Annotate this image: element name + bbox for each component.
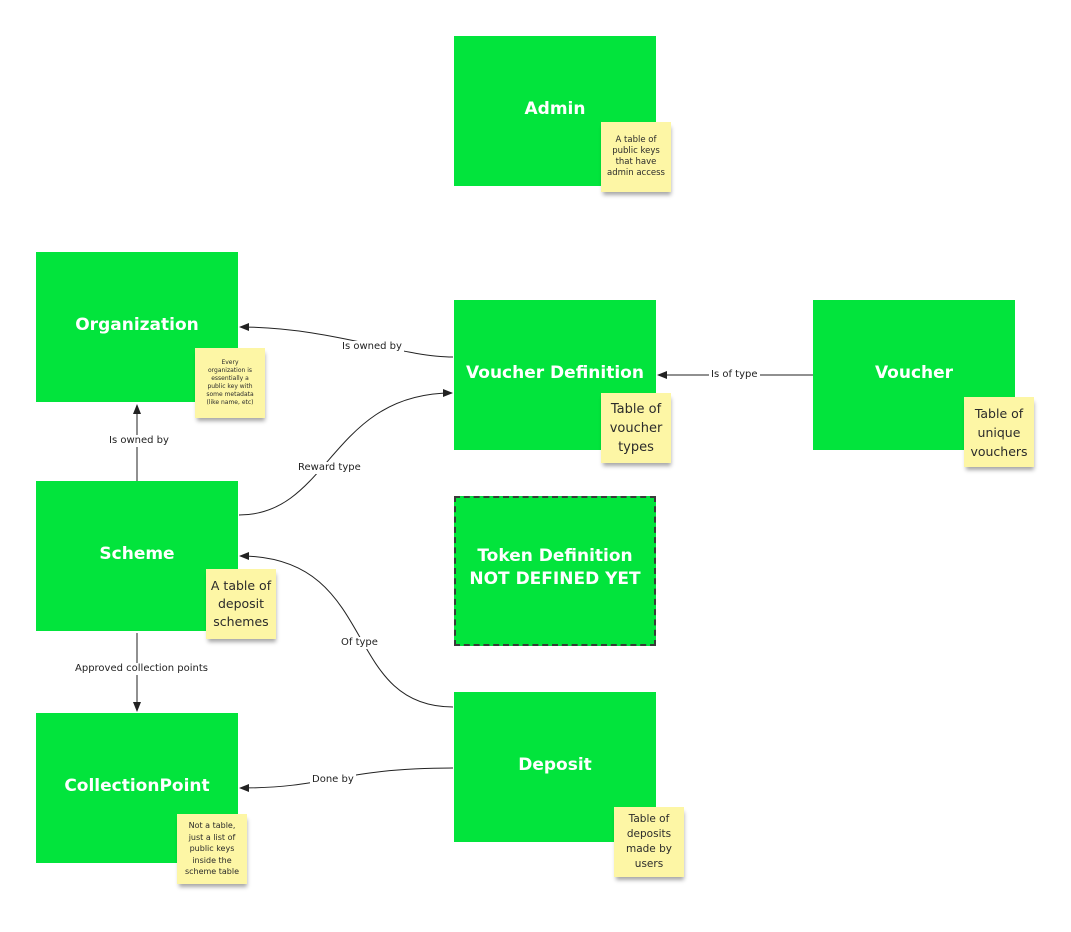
note-line: that have — [615, 157, 657, 167]
note-admin-text: A table of public keys that have admin a… — [607, 135, 665, 179]
note-collection-point-text: Not a table, just a list of public keys … — [185, 820, 239, 878]
label-deposit-to-scheme: Of type — [339, 637, 380, 649]
note-line: unique — [977, 424, 1021, 440]
note-line: Table of — [610, 401, 662, 417]
note-line: organization is — [207, 367, 252, 374]
label-scheme-to-cp: Approved collection points — [73, 663, 211, 675]
note-line: public keys — [189, 844, 235, 854]
label-deposit-to-cp: Done by — [310, 774, 356, 786]
note-line: vouchers — [970, 443, 1028, 459]
note-line: public key with — [207, 383, 253, 390]
note-voucher[interactable]: Table of unique vouchers — [964, 397, 1034, 467]
note-line: scheme table — [184, 867, 240, 877]
note-deposit-text: Table of deposits made by users — [626, 812, 672, 872]
note-line: voucher — [609, 420, 663, 436]
note-line: deposit — [217, 596, 265, 611]
entity-admin-title: Admin — [524, 98, 586, 119]
label-vd-to-org: Is owned by — [340, 341, 404, 353]
note-line: admin access — [607, 168, 665, 178]
note-line: types — [618, 439, 654, 455]
entity-collection-point-title: CollectionPoint — [64, 775, 210, 796]
note-line: Not a table, — [188, 821, 236, 831]
entity-token-definition-title: Token Definition — [477, 546, 633, 566]
entity-scheme[interactable]: Scheme — [36, 481, 238, 631]
entity-deposit-title: Deposit — [518, 754, 592, 775]
note-line: Every — [221, 359, 239, 366]
note-admin[interactable]: A table of public keys that have admin a… — [601, 122, 671, 192]
note-line: essentially a — [211, 375, 249, 382]
label-scheme-to-org: Is owned by — [107, 435, 171, 447]
note-line: A table of — [615, 135, 657, 145]
note-line: schemes — [213, 614, 269, 629]
note-line: inside the — [192, 855, 232, 865]
entity-token-definition-status: NOT DEFINED YET — [469, 569, 641, 589]
note-line: just a list of — [188, 832, 236, 842]
label-voucher-to-vd: Is of type — [709, 369, 760, 381]
note-line: A table of — [210, 578, 272, 593]
label-scheme-to-vd: Reward type — [296, 462, 363, 474]
entity-voucher-title: Voucher — [874, 362, 954, 383]
connector-deposit-to-scheme — [239, 552, 454, 708]
note-line: made by — [625, 843, 672, 855]
entity-voucher-definition-title: Voucher Definition — [466, 362, 644, 383]
note-voucher-definition-text: Table of voucher types — [610, 400, 663, 457]
note-line: Table of — [628, 813, 670, 825]
connector-scheme-to-vd — [238, 389, 453, 516]
entity-organization-title: Organization — [75, 314, 199, 335]
note-line: users — [634, 858, 664, 870]
entity-scheme-title: Scheme — [99, 543, 175, 564]
note-collection-point[interactable]: Not a table, just a list of public keys … — [177, 814, 247, 884]
note-voucher-text: Table of unique vouchers — [970, 404, 1027, 461]
note-organization[interactable]: Every organization is essentially a publ… — [195, 348, 265, 418]
note-voucher-definition[interactable]: Table of voucher types — [601, 393, 671, 463]
note-scheme[interactable]: A table of deposit schemes — [206, 569, 276, 639]
note-organization-text: Every organization is essentially a publ… — [206, 359, 253, 407]
note-deposit[interactable]: Table of deposits made by users — [614, 807, 684, 877]
note-line: deposits — [626, 828, 672, 840]
note-scheme-text: A table of deposit schemes — [211, 577, 271, 631]
entity-token-definition-text: Token Definition NOT DEFINED YET — [469, 545, 640, 591]
note-line: some metadata — [206, 391, 254, 398]
entity-token-definition[interactable]: Token Definition NOT DEFINED YET — [454, 496, 656, 646]
note-line: (like name, etc) — [206, 399, 254, 406]
note-line: Table of — [974, 405, 1024, 421]
note-line: public keys — [612, 146, 660, 156]
